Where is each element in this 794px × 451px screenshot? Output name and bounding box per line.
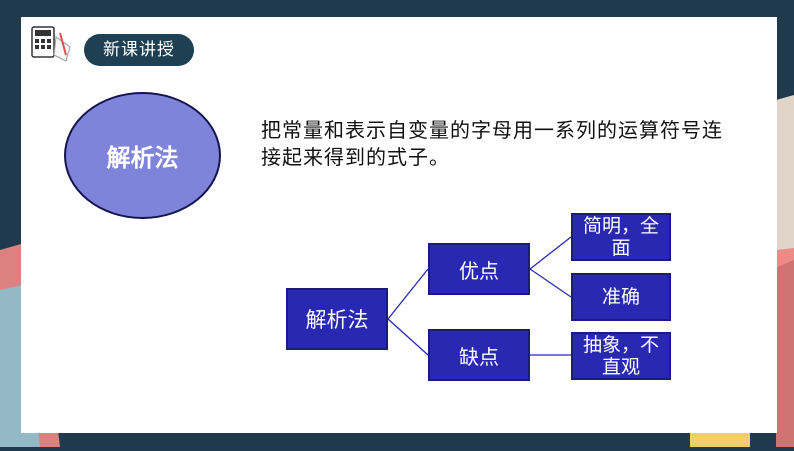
diagram-leaf-node: 准确 (571, 273, 671, 321)
diagram-connectors (387, 236, 572, 356)
diagram-leaf-label: 抽象，不直观 (582, 334, 659, 378)
section-tab: 新课讲授 (84, 34, 194, 66)
diagram-leaf-node: 简明，全面 (571, 213, 671, 261)
diagram-leaf-label: 准确 (601, 286, 640, 308)
definition-text: 把常量和表示自变量的字母用一系列的运算符号连接起来得到的式子。 (261, 118, 723, 169)
diagram-branch-pros: 优点 (428, 243, 530, 295)
diagram-branch-label: 缺点 (459, 344, 499, 369)
content-card: 新课讲授 解析法 把常量和表示自变量的字母用一系列的运算符号连接起来得到的式子。… (21, 17, 777, 433)
diagram-leaf-node: 抽象，不直观 (571, 332, 671, 380)
calculator-icon (30, 25, 74, 65)
diagram-root-label: 解析法 (305, 308, 369, 332)
diagram-root-node: 解析法 (286, 288, 388, 350)
diagram-branch-cons: 缺点 (428, 329, 530, 381)
diagram-leaf-label: 简明，全面 (582, 215, 659, 259)
diagram-branch-label: 优点 (459, 258, 499, 283)
topic-ellipse: 解析法 (64, 92, 221, 219)
topic-title: 解析法 (106, 144, 179, 172)
